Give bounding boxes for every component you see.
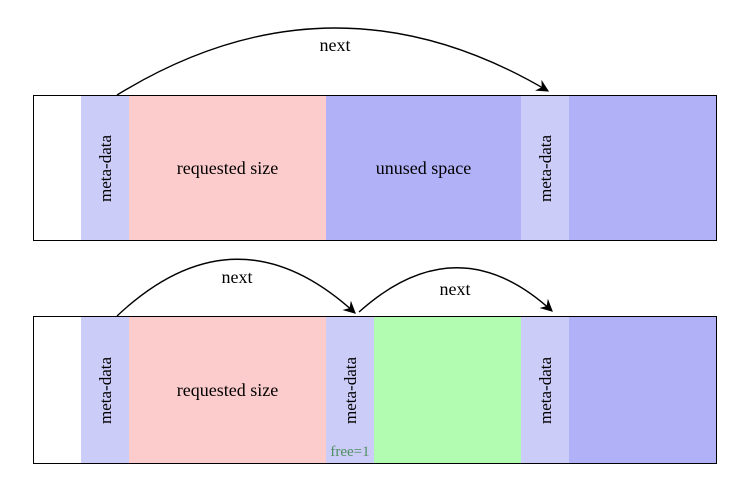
requested-size-segment: requested size xyxy=(129,96,326,240)
unused-space-segment: unused space xyxy=(326,96,521,240)
next-label-bottom-right: next xyxy=(439,279,471,299)
meta-data-label: meta-data xyxy=(95,134,115,202)
free-space-segment xyxy=(374,317,521,463)
padding-segment xyxy=(34,96,81,240)
meta-data-label: meta-data xyxy=(340,356,360,424)
meta-data-segment-free: meta-data xyxy=(326,317,374,463)
meta-data-label: meta-data xyxy=(535,134,555,202)
meta-data-segment: meta-data xyxy=(521,96,569,240)
memory-bar-before-split: meta-data requested size unused space me… xyxy=(33,95,717,241)
next-label-top: next xyxy=(319,35,351,55)
requested-size-label: requested size xyxy=(176,380,279,400)
free-flag-label: free=1 xyxy=(330,444,370,460)
requested-size-segment: requested size xyxy=(129,317,326,463)
next-block-segment xyxy=(569,317,716,463)
meta-data-label: meta-data xyxy=(95,356,115,424)
requested-size-label: requested size xyxy=(176,158,279,178)
memory-bar-after-split: meta-data requested size meta-data meta-… xyxy=(33,316,717,464)
unused-space-label: unused space xyxy=(375,158,472,178)
meta-data-segment: meta-data xyxy=(521,317,569,463)
next-label-bottom-left: next xyxy=(221,267,253,287)
meta-data-segment: meta-data xyxy=(81,96,129,240)
padding-segment xyxy=(34,317,81,463)
meta-data-label: meta-data xyxy=(535,356,555,424)
meta-data-segment: meta-data xyxy=(81,317,129,463)
next-block-segment xyxy=(569,96,716,240)
